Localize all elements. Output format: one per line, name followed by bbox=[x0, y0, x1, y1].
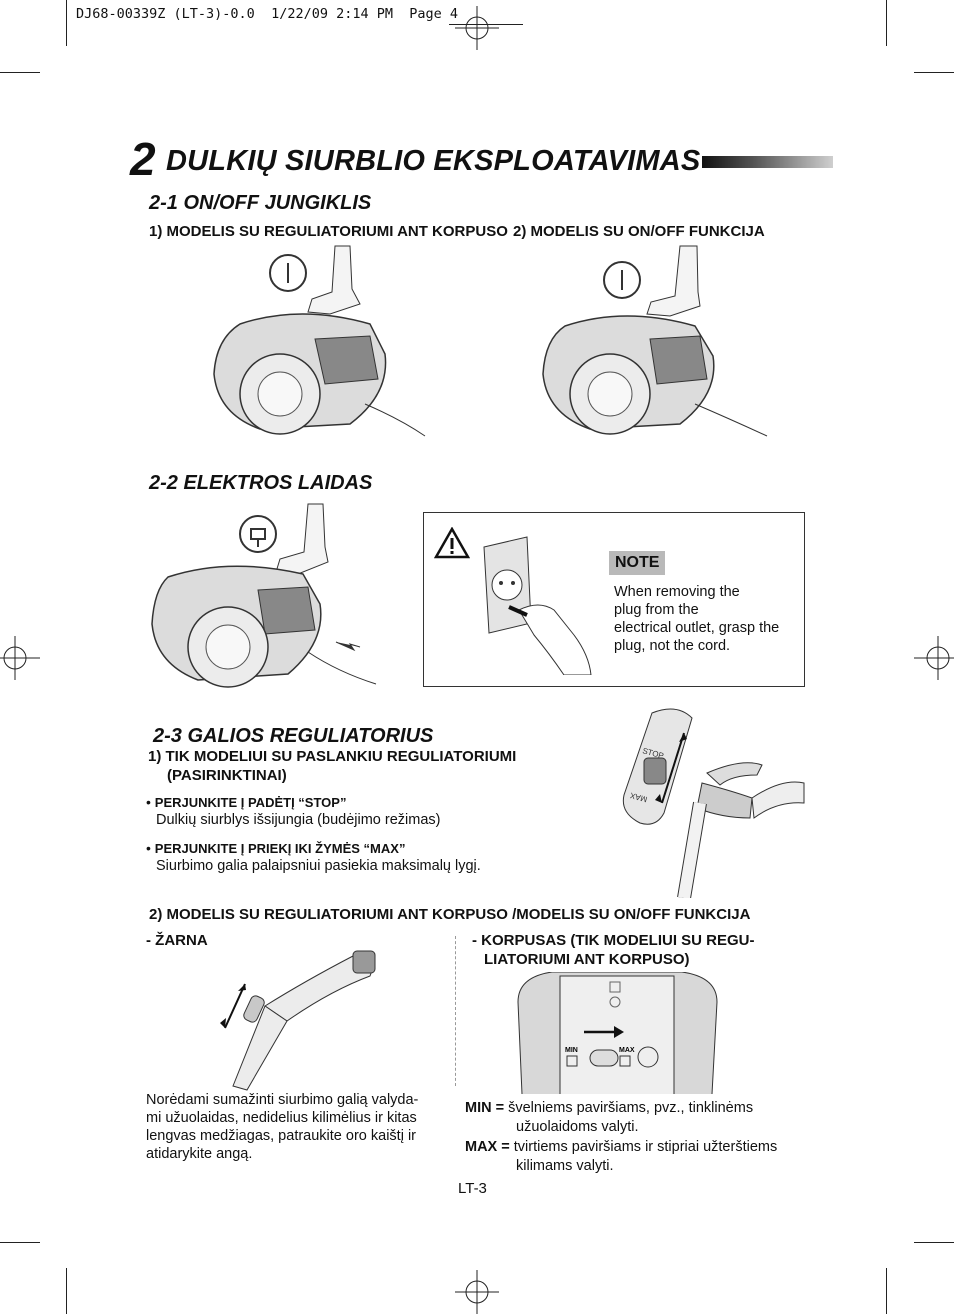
model-1-label: 1) MODELIS SU REGULIATORIUMI ANT KORPUSO bbox=[149, 223, 508, 240]
chapter-number: 2 bbox=[130, 133, 156, 185]
crop-mark bbox=[886, 0, 887, 46]
item-1-subtitle: (PASIRINKTINAI) bbox=[167, 767, 287, 784]
section-heading-2-3: 2-3 GALIOS REGULIATORIUS bbox=[153, 725, 434, 747]
bullet-stop-text: Dulkių siurblys išsijungia (budėjimo rež… bbox=[156, 812, 441, 828]
min-text: švelniems paviršiams, pvz., tinklinėms bbox=[508, 1100, 754, 1116]
panel-min-label: MIN bbox=[565, 1047, 578, 1054]
vacuum-onoff-illustration bbox=[542, 245, 768, 437]
min-definition: MIN = švelniems paviršiams, pvz., tinkli… bbox=[465, 1099, 753, 1117]
bullet-max-text: Siurbimo galia palaipsniui pasiekia maks… bbox=[156, 858, 481, 874]
crop-mark bbox=[914, 72, 954, 73]
note-line: electrical outlet, grasp the bbox=[614, 620, 780, 636]
body-label-line-2: LIATORIUMI ANT KORPUSO) bbox=[484, 951, 690, 968]
crop-mark bbox=[886, 1268, 887, 1314]
hose-line: lengvas medžiagas, patraukite oro kaištį… bbox=[146, 1128, 416, 1144]
note-line: plug from the bbox=[614, 602, 699, 618]
registration-mark-icon bbox=[455, 6, 499, 50]
min-key: MIN = bbox=[465, 1100, 505, 1116]
handle-max-label: MAX bbox=[629, 790, 649, 803]
item-1-title: 1) TIK MODELIUI SU PASLANKIU REGULIATORI… bbox=[148, 748, 517, 765]
max-definition: MAX = tvirtiems paviršiams ir stipriai u… bbox=[465, 1138, 777, 1156]
vacuum-onoff-illustration bbox=[213, 245, 426, 437]
min-definition-cont: užuolaidoms valyti. bbox=[516, 1119, 639, 1135]
print-header: DJ68-00339Z (LT-3)-0.0 1/22/09 2:14 PM P… bbox=[76, 6, 459, 22]
crop-mark bbox=[0, 1242, 40, 1243]
max-key: MAX = bbox=[465, 1139, 510, 1155]
note-line: When removing the bbox=[614, 584, 740, 600]
crop-mark bbox=[449, 24, 523, 25]
warning-icon bbox=[434, 527, 470, 559]
hose-line: mi užuolaidas, nedidelius kilimėlius ir … bbox=[146, 1110, 417, 1126]
unplug-hand-illustration bbox=[483, 536, 592, 675]
section-heading-2-2: 2-2 ELEKTROS LAIDAS bbox=[149, 472, 373, 494]
hose-description: Norėdami sumažinti siurbimo galią valyda… bbox=[146, 1091, 446, 1163]
hose-line: atidarykite angą. bbox=[146, 1146, 253, 1162]
registration-mark-icon bbox=[0, 636, 40, 680]
note-box: NOTE When removing the plug from the ele… bbox=[423, 512, 805, 687]
bullet-dot: • bbox=[146, 794, 155, 810]
hose-line: Norėdami sumažinti siurbimo galią valyda… bbox=[146, 1092, 419, 1108]
crop-mark bbox=[66, 1268, 67, 1314]
hose-label: - ŽARNA bbox=[146, 932, 208, 949]
hose-air-vent-illustration bbox=[220, 950, 376, 1091]
bullet-max: • PERJUNKITE Į PRIEKĮ IKI ŽYMĖS “MAX” bbox=[146, 840, 405, 856]
crop-mark bbox=[0, 72, 40, 73]
vacuum-cord-illustration bbox=[151, 503, 377, 688]
registration-mark-icon bbox=[914, 636, 954, 680]
bullet-max-title: PERJUNKITE Į PRIEKĮ IKI ŽYMĖS “MAX” bbox=[154, 841, 406, 856]
crop-mark bbox=[914, 1242, 954, 1243]
handle-slider-illustration: STOP MAX bbox=[622, 708, 805, 898]
max-definition-cont: kilimams valyti. bbox=[516, 1158, 614, 1174]
section-heading-2-1: 2-1 ON/OFF JUNGIKLIS bbox=[149, 192, 372, 214]
body-label-line-1: - KORPUSAS (TIK MODELIUI SU REGU- bbox=[472, 932, 755, 949]
crop-mark bbox=[66, 0, 67, 46]
column-divider bbox=[455, 936, 456, 1086]
note-text: When removing the plug from the electric… bbox=[614, 583, 779, 655]
bullet-stop: • PERJUNKITE Į PADĖTĮ “STOP” bbox=[146, 794, 346, 810]
title-gradient-bar bbox=[702, 156, 833, 168]
panel-max-label: MAX bbox=[619, 1047, 635, 1054]
bullet-dot: • bbox=[146, 840, 155, 856]
bullet-stop-title: PERJUNKITE Į PADĖTĮ “STOP” bbox=[154, 795, 347, 810]
item-2-title: 2) MODELIS SU REGULIATORIUMI ANT KORPUSO… bbox=[149, 906, 751, 923]
page-number: LT-3 bbox=[458, 1180, 487, 1197]
chapter-title: DULKIŲ SIURBLIO EKSPLOATAVIMAS bbox=[166, 145, 701, 177]
body-regulator-illustration: MIN MAX bbox=[517, 972, 718, 1094]
note-label: NOTE bbox=[609, 551, 666, 575]
note-line: plug, not the cord. bbox=[614, 638, 731, 654]
registration-mark-icon bbox=[455, 1270, 499, 1314]
max-text: tvirtiems paviršiams ir stipriai užteršt… bbox=[513, 1139, 778, 1155]
model-2-label: 2) MODELIS SU ON/OFF FUNKCIJA bbox=[513, 223, 765, 240]
